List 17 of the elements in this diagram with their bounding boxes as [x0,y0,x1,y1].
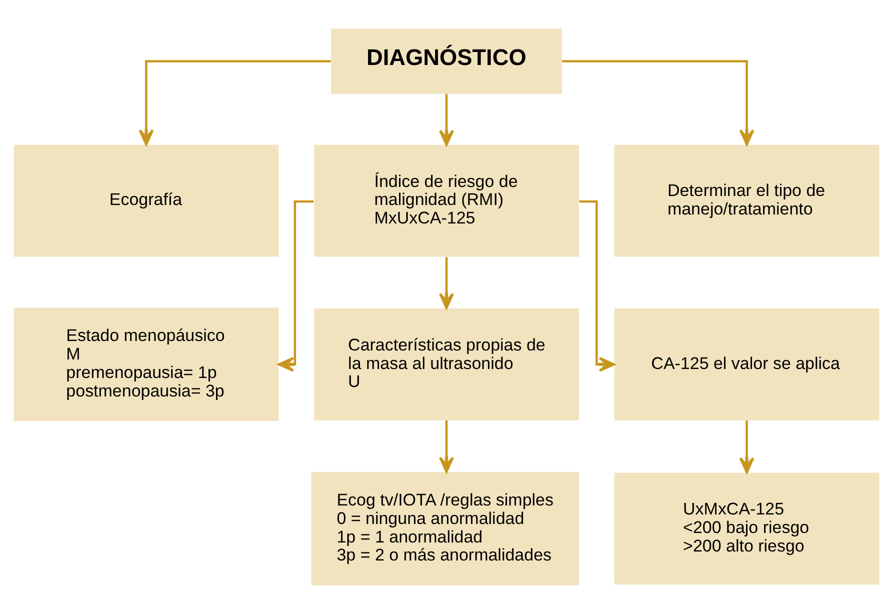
arrow [278,200,314,372]
arrow [439,93,454,146]
node-box: Características propias de la masa al ultrasonido U [314,308,579,420]
arrow [439,420,454,472]
node-box: Estado menopáusico M premenopausia= 1p postmenopausia= 3p [14,307,279,421]
node-box: UxMxCA-125 <200 bajo riesgo >200 alto riesgo [614,472,880,584]
arrow [739,420,754,473]
node-box: DIAGNÓSTICO [331,28,562,94]
node-box: Ecografía [14,144,279,256]
node-box: Determinar el tipo de manejo/tratamiento [614,144,880,256]
node-box: Ecog tv/IOTA /reglas simples 0 = ninguna anormalidad 1p = 1 anormalidad 3p = 2 o más anormalidades [311,472,579,585]
arrow [138,60,331,146]
node-box: Índice de riesgo de malignidad (RMI) MxUxCA-125 [314,144,579,256]
arrow [439,256,454,309]
arrow [579,200,615,372]
node-box: CA-125 el valor se aplica [614,308,880,420]
arrow [562,60,754,146]
